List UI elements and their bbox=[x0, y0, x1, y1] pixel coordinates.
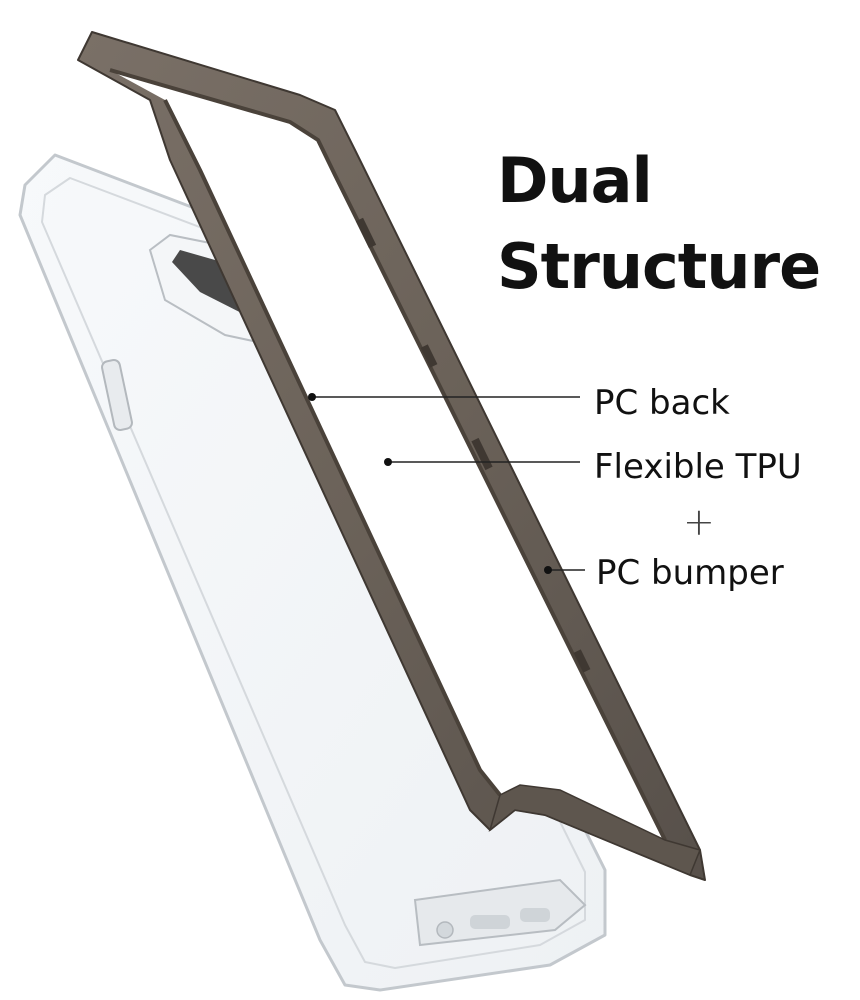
callout-label-pc-bumper: PC bumper bbox=[596, 553, 784, 593]
callout-label-flexible-tpu: Flexible TPU bbox=[594, 447, 802, 487]
plus-separator: + bbox=[683, 500, 715, 544]
bumper-frame-illustration bbox=[77, 31, 706, 881]
leader-dot-pc-bumper bbox=[544, 566, 552, 574]
title-line-2: Structure bbox=[497, 230, 821, 303]
title-line-1: Dual bbox=[497, 144, 653, 217]
page-title: Dual Structure bbox=[497, 138, 821, 310]
leader-dot-pc-back bbox=[308, 393, 316, 401]
callout-label-pc-back: PC back bbox=[594, 383, 730, 423]
callout-leaders bbox=[308, 393, 585, 574]
leader-dot-flexible-tpu bbox=[384, 458, 392, 466]
